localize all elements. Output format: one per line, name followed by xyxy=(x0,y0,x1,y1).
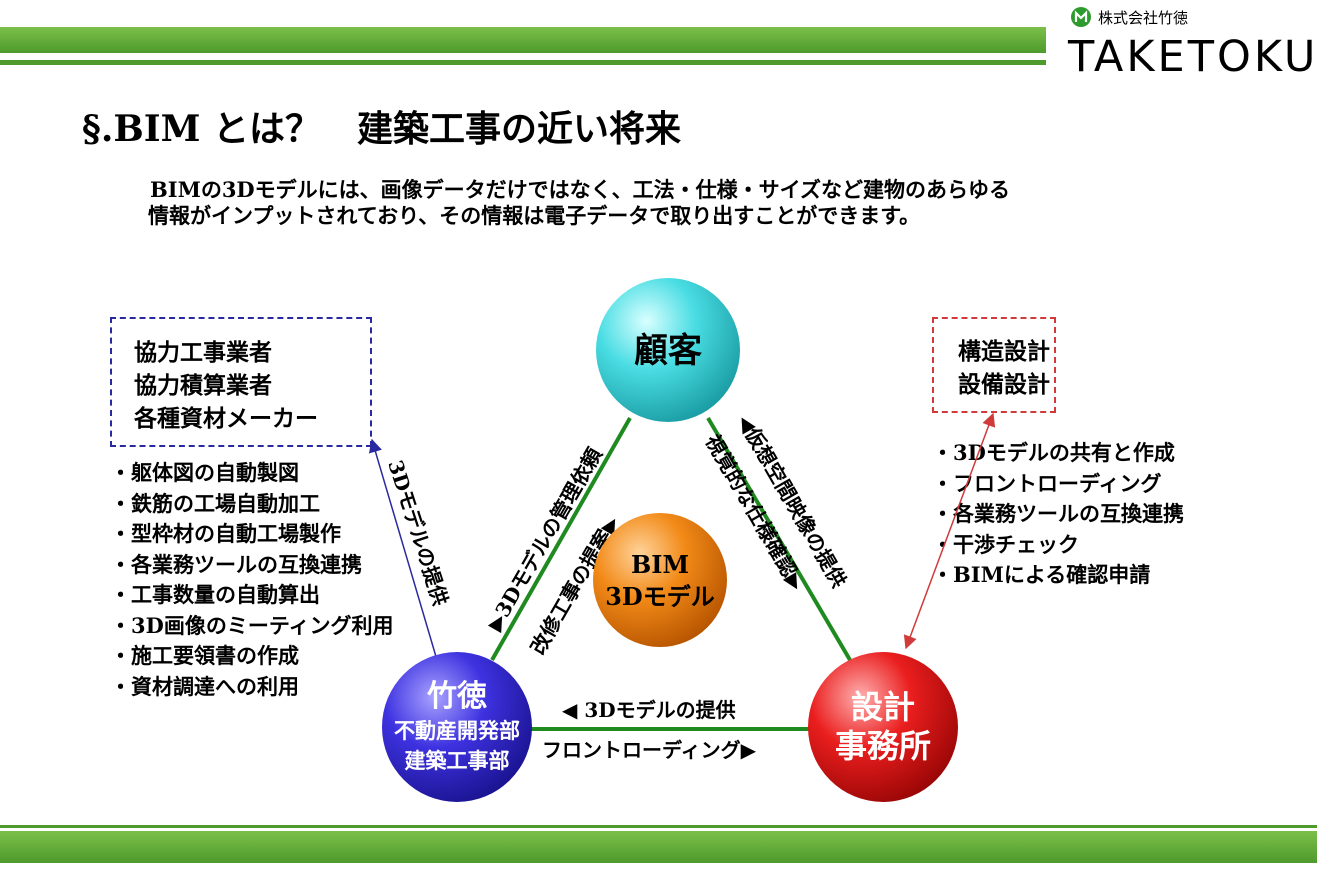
bim-label: BIM xyxy=(631,550,689,579)
company-name-jp: 株式会社竹徳 xyxy=(1098,9,1189,27)
taketoku-node: 竹徳 不動産開発部 建築工事部 xyxy=(382,652,532,802)
intro-line-2: 情報がインプットされており、その情報は電子データで取り出すことができます。 xyxy=(148,203,921,228)
list-item: ・鉄筋の工場自動加工 xyxy=(110,490,320,516)
company-logo: 株式会社竹徳 TAKETOKU xyxy=(1068,4,1315,84)
partners-item: 協力工事業者 xyxy=(134,339,272,366)
header-band-thin xyxy=(0,60,1046,65)
partners-item: 各種資材メーカー xyxy=(134,405,318,432)
footer-band xyxy=(0,831,1317,863)
design-office-node: 設計 事務所 xyxy=(808,652,958,802)
edge-customer-taketoku xyxy=(490,417,632,661)
list-item: ・施工要領書の作成 xyxy=(110,643,299,668)
bim-3d-label: 3Dモデル xyxy=(605,582,715,611)
edge-design-engineering xyxy=(903,412,996,650)
engineering-item: 構造設計 xyxy=(958,338,1050,365)
list-item: ・躯体図の自動製図 xyxy=(110,460,299,485)
edge-label-model-provision: ◀ 3Dモデルの提供 xyxy=(562,698,736,722)
list-item: ・型枠材の自動工場製作 xyxy=(110,521,341,546)
customer-label: 顧客 xyxy=(634,331,702,371)
design-label-1: 設計 xyxy=(851,688,915,726)
intro-line-1: BIMの3Dモデルには、画像データだけではなく、工法・仕様・サイズなど建物のあら… xyxy=(150,177,1011,202)
list-item: ・資材調達への利用 xyxy=(110,673,299,699)
intro-text: BIMの3Dモデルには、画像データだけではなく、工法・仕様・サイズなど建物のあら… xyxy=(148,177,1011,229)
edge-label-front-loading: フロントローディング▶ xyxy=(542,738,757,762)
design-label-2: 事務所 xyxy=(835,727,931,765)
header-band xyxy=(0,27,1046,53)
edge-taketoku-partners xyxy=(368,438,438,661)
engineering-box: 構造設計 設備設計 xyxy=(932,317,1056,413)
customer-node: 顧客 xyxy=(596,278,740,422)
footer-band-thin xyxy=(0,825,1317,828)
bim-model-node: BIM 3Dモデル xyxy=(593,513,727,647)
company-name-en: TAKETOKU xyxy=(1068,32,1317,82)
company-mark-icon xyxy=(1071,7,1091,27)
taketoku-dept-2: 建築工事部 xyxy=(405,748,510,773)
taketoku-title: 竹徳 xyxy=(427,679,487,714)
edge-customer-design xyxy=(706,416,852,662)
taketoku-benefits-list: ・躯体図の自動製図 ・鉄筋の工場自動加工 ・型枠材の自動工場製作 ・各業務ツール… xyxy=(110,458,394,702)
list-item: ・工事数量の自動算出 xyxy=(110,582,320,607)
engineering-item: 設備設計 xyxy=(958,371,1050,398)
page-title: §.BIM とは？ 建築工事の近い将来 xyxy=(82,108,682,150)
list-item: ・3D画像のミーティング利用 xyxy=(110,612,394,638)
taketoku-dept-1: 不動産開発部 xyxy=(394,718,520,743)
partners-box: 協力工事業者 協力積算業者 各種資材メーカー xyxy=(110,317,372,447)
edge-label-model-provision-blue: 3Dモデルの提供 xyxy=(383,457,453,608)
partners-item: 協力積算業者 xyxy=(134,372,272,399)
list-item: ・各業務ツールの互換連携 xyxy=(110,551,362,577)
